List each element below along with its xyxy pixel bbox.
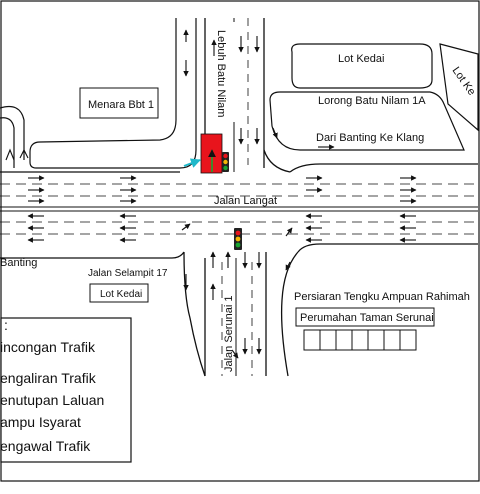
- legend-heading: :: [4, 317, 8, 333]
- label-lorong-batu-nilam: Lorong Batu Nilam 1A: [318, 95, 426, 107]
- diversion-arrow-icon: [183, 158, 201, 168]
- label-dari-banting: Dari Banting Ke Klang: [316, 132, 424, 144]
- jalan-serunai-lanes: [221, 262, 253, 376]
- jalan-langat-arrows: [27, 144, 417, 243]
- jalan-serunai-road: [183, 251, 299, 377]
- legend-item-lencongan: incongan Trafik: [0, 339, 96, 355]
- map-frame: [0, 0, 480, 482]
- jalan-langat-lanes: [0, 183, 478, 235]
- label-lot-kedai-top: Lot Kedai: [338, 53, 384, 65]
- lot-kedai-right-block: [439, 43, 479, 132]
- label-lot-kedai-bottom: Lot Kedai: [100, 289, 142, 300]
- jalan-langat-median: [0, 206, 478, 212]
- perumahan-box: [295, 307, 435, 327]
- lorong-batu-nilam-road: [269, 91, 465, 151]
- label-perumahan: Perumahan Taman Serunai: [300, 312, 434, 324]
- menara-box: [79, 87, 159, 119]
- legend-item-penutupan: enutupan Laluan: [0, 392, 104, 408]
- label-jalan-serunai: Jalan Serunai 1: [223, 296, 235, 372]
- jalan-serunai-arrows: [181, 223, 293, 359]
- legend-item-pengaliran: engaliran Trafik: [0, 370, 97, 386]
- legend-item-pengawal: engawal Trafik: [0, 438, 91, 454]
- jalan-langat-road: [0, 163, 478, 259]
- lebuh-batu-nilam-arrows: [183, 29, 278, 145]
- traffic-light-north: [222, 152, 229, 172]
- label-jalan-selampit: Jalan Selampit 17: [88, 268, 168, 279]
- perumahan-lots: [303, 329, 417, 351]
- label-lebuh-batu-nilam: Lebuh Batu Nilam: [215, 30, 227, 117]
- lot-kedai-top-block: [291, 43, 433, 89]
- menara-service-road: [0, 18, 197, 169]
- label-jalan-langat: Jalan Langat: [214, 195, 277, 207]
- legend-box: [0, 317, 132, 463]
- label-menara: Menara Bbt 1: [88, 99, 154, 111]
- traffic-light-south: [234, 228, 242, 250]
- lot-kedai-bottom-box: [89, 283, 149, 303]
- label-persiaran: Persiaran Tengku Ampuan Rahimah: [294, 291, 470, 303]
- legend-item-lampu: ampu Isyarat: [0, 414, 81, 430]
- bent-turn-arrows: [5, 148, 29, 161]
- label-banting: Banting: [0, 257, 37, 269]
